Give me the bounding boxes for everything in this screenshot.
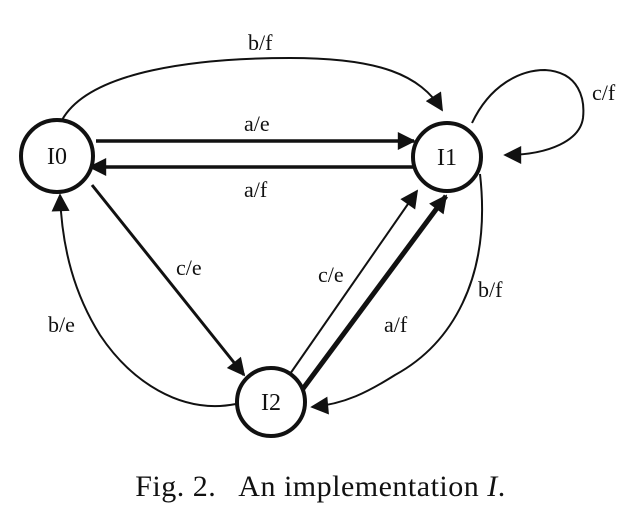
transition-i2-i1-thick <box>299 194 449 392</box>
label-i0-i1-top: b/f <box>248 30 273 55</box>
caption-text: An implementation <box>238 470 480 503</box>
label-i2-i1-thick: a/f <box>384 312 408 337</box>
transition-i2-i0 <box>51 193 237 408</box>
state-i0: I0 <box>19 118 95 194</box>
transition-i0-i2 <box>90 184 246 377</box>
transition-i0-i1-top <box>61 56 443 121</box>
transition-i1-self <box>471 68 585 164</box>
state-i2-label: I2 <box>261 390 281 416</box>
transition-i2-i1-thin <box>289 189 419 375</box>
label-i0-i2: c/e <box>176 255 202 280</box>
label-i1-i2: b/f <box>478 277 503 302</box>
label-i1-i0: a/f <box>244 177 268 202</box>
caption-end: . <box>497 470 506 503</box>
label-i1-self: c/f <box>592 80 616 105</box>
transition-i1-i2 <box>310 173 484 415</box>
state-i1: I1 <box>411 121 483 193</box>
figure-caption: Fig. 2. An implementation I. <box>0 470 641 504</box>
caption-fig-label: Fig. 2. <box>135 470 217 503</box>
label-i2-i0: b/e <box>48 312 75 337</box>
state-i1-label: I1 <box>437 145 457 171</box>
state-i2: I2 <box>235 366 307 438</box>
label-i2-i1-thin: c/e <box>318 262 344 287</box>
label-i0-i1-straight: a/e <box>244 111 270 136</box>
caption-symbol: I <box>487 470 498 503</box>
state-i0-label: I0 <box>47 144 67 170</box>
